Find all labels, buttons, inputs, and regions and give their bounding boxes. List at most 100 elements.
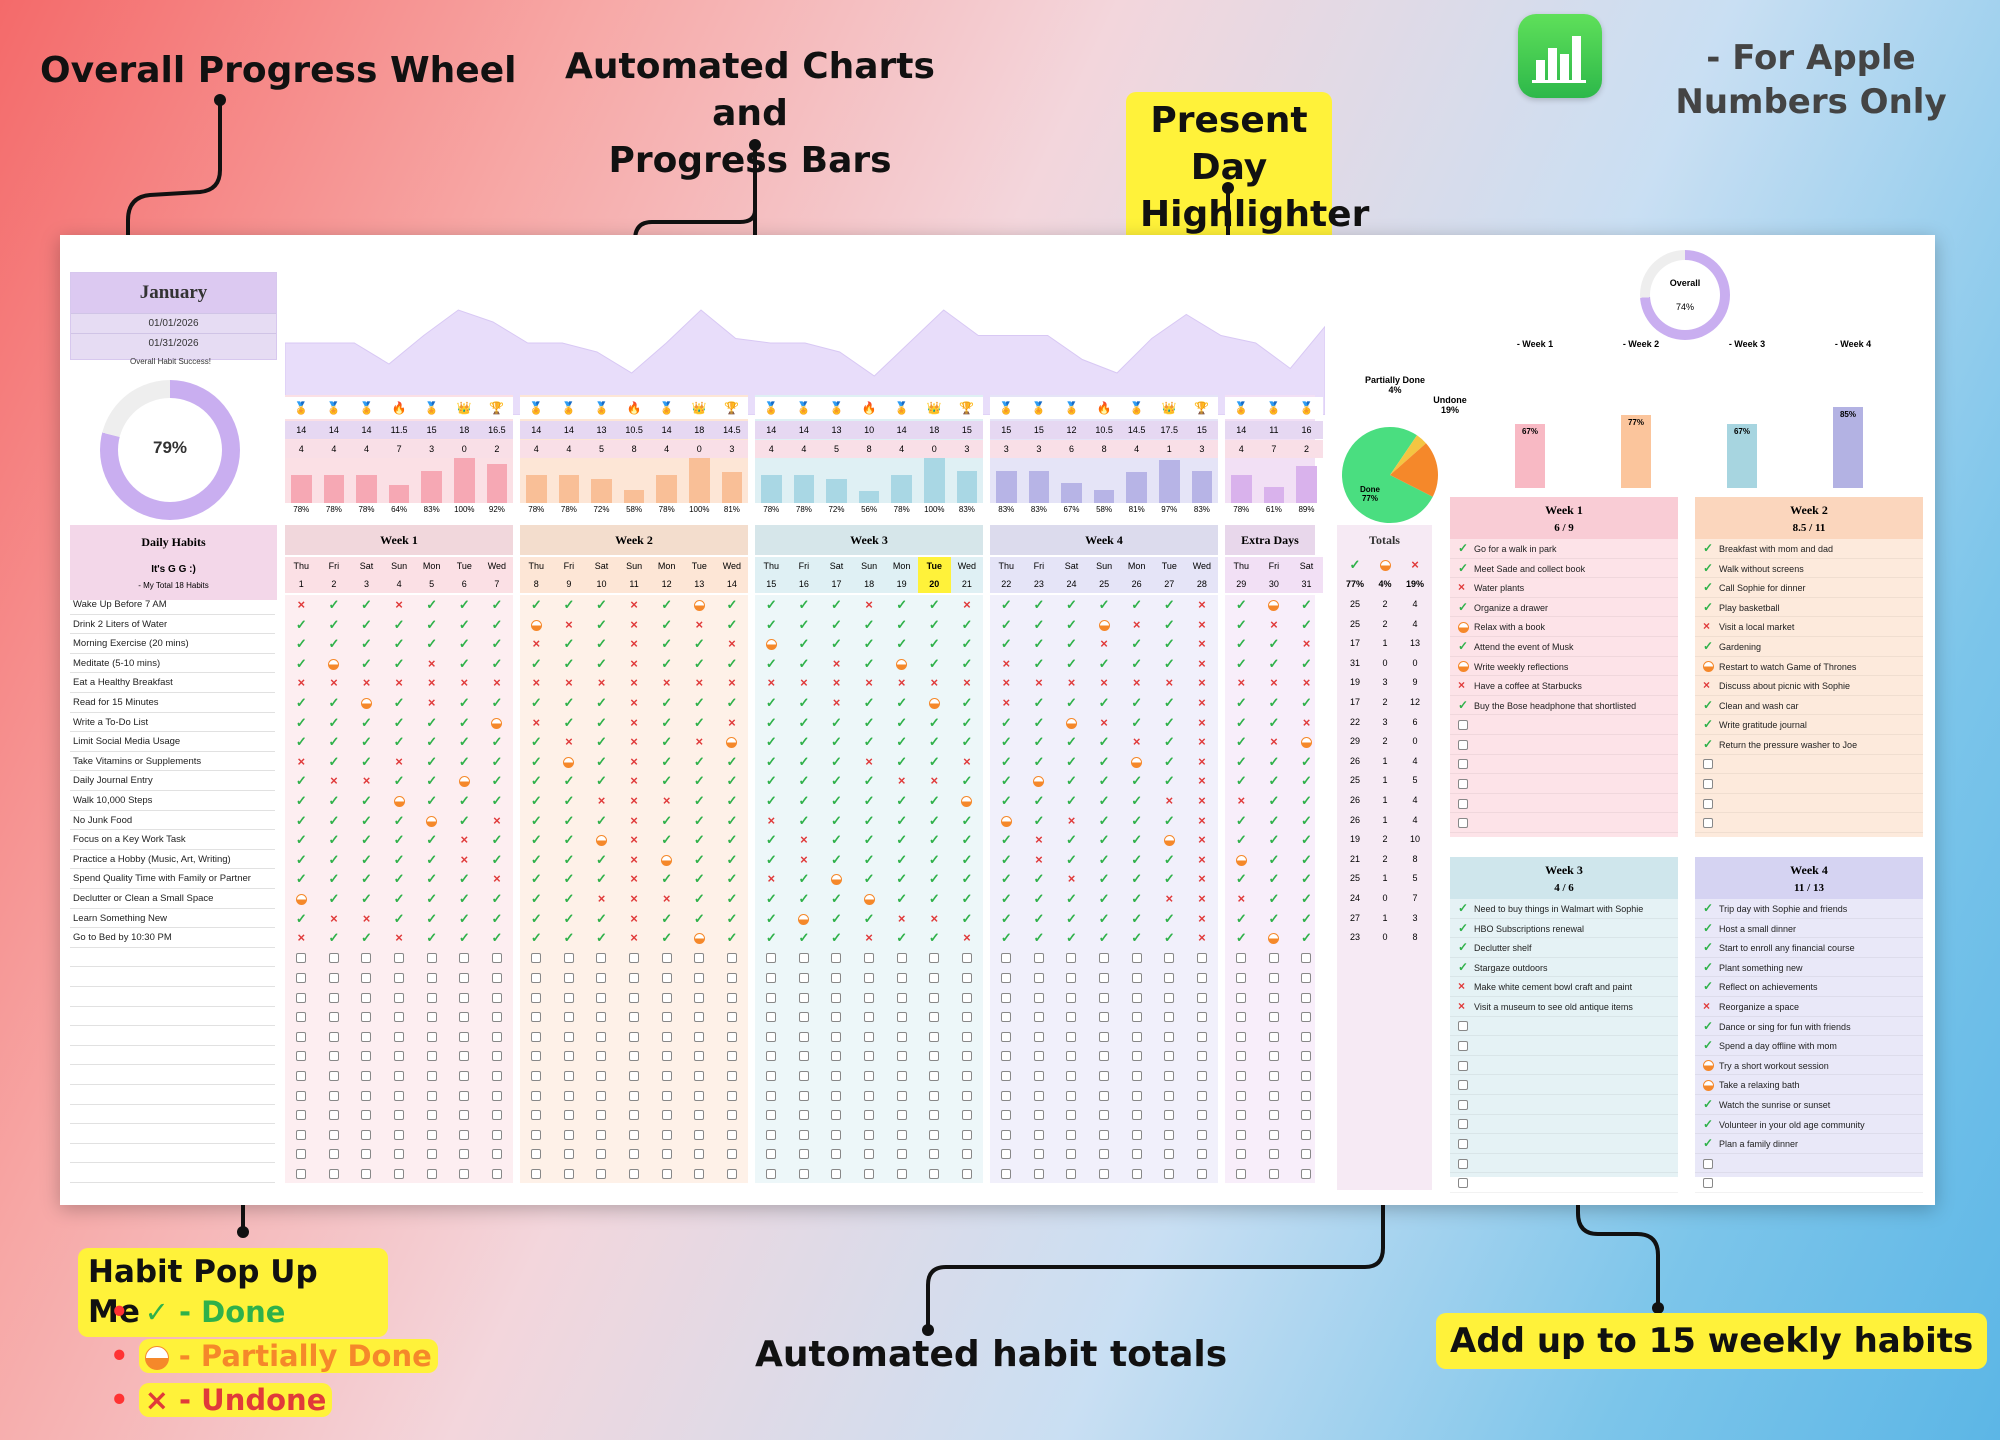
- checkbox[interactable]: [394, 972, 405, 983]
- checkbox[interactable]: [563, 1051, 574, 1062]
- partial-mark[interactable]: [1458, 657, 1474, 676]
- checkbox[interactable]: [798, 972, 809, 983]
- habit-cell[interactable]: [885, 1065, 918, 1085]
- check-icon[interactable]: ✓: [661, 930, 673, 946]
- habit-cell[interactable]: [350, 987, 383, 1007]
- check-icon[interactable]: ✓: [1458, 599, 1469, 614]
- check-icon[interactable]: ✓: [393, 851, 405, 867]
- cross-icon[interactable]: ×: [1100, 636, 1108, 652]
- checkbox[interactable]: [1099, 992, 1110, 1003]
- checkbox[interactable]: [394, 1051, 405, 1062]
- habit-cell[interactable]: [318, 948, 351, 968]
- check-icon[interactable]: ✓: [831, 812, 842, 828]
- habit-cell[interactable]: [285, 948, 318, 968]
- checkbox[interactable]: [1033, 953, 1044, 964]
- habit-cell[interactable]: [650, 1007, 683, 1027]
- habit-name[interactable]: Morning Exercise (20 mins): [70, 634, 275, 654]
- habit-cell[interactable]: [1120, 1163, 1153, 1183]
- cross-icon[interactable]: ×: [630, 695, 638, 710]
- checkbox[interactable]: [1703, 759, 1713, 770]
- habit-cell[interactable]: [1258, 928, 1291, 948]
- checkbox[interactable]: [531, 1012, 542, 1023]
- weekly-task[interactable]: ✓Call Sophie for dinner: [1695, 578, 1923, 598]
- check-icon[interactable]: ✓: [328, 734, 340, 750]
- weekly-task[interactable]: ✓Host a small dinner: [1695, 919, 1923, 939]
- checkbox[interactable]: [766, 1149, 777, 1160]
- check-icon[interactable]: ✓: [831, 714, 842, 730]
- habit-cell[interactable]: [1290, 987, 1323, 1007]
- cross-icon[interactable]: ×: [630, 734, 638, 750]
- habit-cell[interactable]: [520, 615, 553, 635]
- checkbox[interactable]: [1131, 1070, 1142, 1081]
- checkbox[interactable]: [459, 1129, 470, 1140]
- check-icon[interactable]: ✓: [765, 930, 777, 946]
- habit-cell[interactable]: [885, 1144, 918, 1164]
- check-icon[interactable]: ✓: [1000, 793, 1012, 808]
- check-icon[interactable]: ✓: [661, 910, 673, 926]
- check-icon[interactable]: ✓: [1066, 695, 1077, 710]
- habit-cell[interactable]: [853, 1007, 886, 1027]
- check-icon[interactable]: ✓: [563, 851, 575, 867]
- check-icon[interactable]: ✓: [563, 812, 575, 828]
- checkbox[interactable]: [426, 1149, 437, 1160]
- cross-icon[interactable]: ×: [1198, 695, 1206, 710]
- habit-cell[interactable]: [383, 1085, 416, 1105]
- checkbox[interactable]: [629, 1012, 640, 1023]
- check-icon[interactable]: ✓: [295, 636, 307, 652]
- check-icon[interactable]: ✓: [928, 655, 940, 671]
- check-icon[interactable]: ✓: [1458, 901, 1469, 915]
- checkbox[interactable]: [1033, 1110, 1044, 1121]
- cross-icon[interactable]: ×: [532, 675, 541, 691]
- check-icon[interactable]: ✓: [458, 597, 470, 612]
- cross-icon[interactable]: ×: [362, 675, 371, 691]
- checkbox[interactable]: [1131, 953, 1142, 964]
- check-icon[interactable]: ✓: [491, 616, 503, 632]
- habit-cell[interactable]: [1186, 1007, 1219, 1027]
- check-icon[interactable]: ✓: [831, 793, 842, 808]
- habit-cell[interactable]: [553, 1065, 586, 1085]
- check-icon[interactable]: ✓: [896, 871, 908, 887]
- check-icon[interactable]: ✓: [1703, 901, 1714, 915]
- habit-cell[interactable]: [990, 1163, 1023, 1183]
- check-icon[interactable]: ✓: [1268, 851, 1280, 867]
- habit-cell[interactable]: [285, 1026, 318, 1046]
- habit-cell[interactable]: [350, 1163, 383, 1183]
- checkbox[interactable]: [296, 1090, 307, 1101]
- cross-icon[interactable]: ×: [1198, 734, 1206, 750]
- check-icon[interactable]: ✓: [1033, 793, 1045, 808]
- cross-icon[interactable]: ×: [1035, 832, 1043, 848]
- check-icon[interactable]: ✓: [1703, 638, 1714, 653]
- weekly-task[interactable]: [1450, 1036, 1678, 1056]
- check-icon[interactable]: ✓: [831, 910, 842, 926]
- checkbox[interactable]: [766, 1070, 777, 1081]
- habit-cell[interactable]: [285, 1065, 318, 1085]
- check-icon[interactable]: ✓: [596, 714, 607, 730]
- checkbox[interactable]: [831, 1149, 842, 1160]
- habit-cell[interactable]: [885, 987, 918, 1007]
- cross-icon[interactable]: ×: [1198, 636, 1206, 652]
- cross-icon[interactable]: ×: [330, 773, 338, 789]
- check-icon[interactable]: ✓: [1703, 541, 1714, 555]
- checkbox[interactable]: [1236, 1110, 1247, 1121]
- checkbox[interactable]: [1703, 778, 1713, 789]
- check-icon[interactable]: ✓: [1098, 910, 1110, 926]
- check-icon[interactable]: ✓: [1703, 1116, 1714, 1131]
- checkbox[interactable]: [1196, 1110, 1207, 1121]
- empty-mark[interactable]: [1703, 813, 1719, 832]
- habit-cell[interactable]: [1258, 948, 1291, 968]
- habit-cell[interactable]: [1258, 1007, 1291, 1027]
- cross-icon[interactable]: ×: [297, 675, 306, 691]
- checkbox[interactable]: [394, 1070, 405, 1081]
- check-icon[interactable]: ✓: [393, 891, 405, 906]
- habit-cell[interactable]: [1120, 987, 1153, 1007]
- check-icon[interactable]: ✓: [863, 910, 875, 926]
- checkbox[interactable]: [296, 1070, 307, 1081]
- check-icon[interactable]: ✓: [798, 597, 810, 612]
- checkbox[interactable]: [864, 1110, 875, 1121]
- check-icon[interactable]: ✓: [530, 891, 542, 906]
- checkbox[interactable]: [1458, 1138, 1468, 1149]
- habit-cell[interactable]: [285, 987, 318, 1007]
- checkbox[interactable]: [766, 972, 777, 983]
- checkbox[interactable]: [1458, 759, 1468, 770]
- check-icon[interactable]: ✓: [1066, 655, 1077, 671]
